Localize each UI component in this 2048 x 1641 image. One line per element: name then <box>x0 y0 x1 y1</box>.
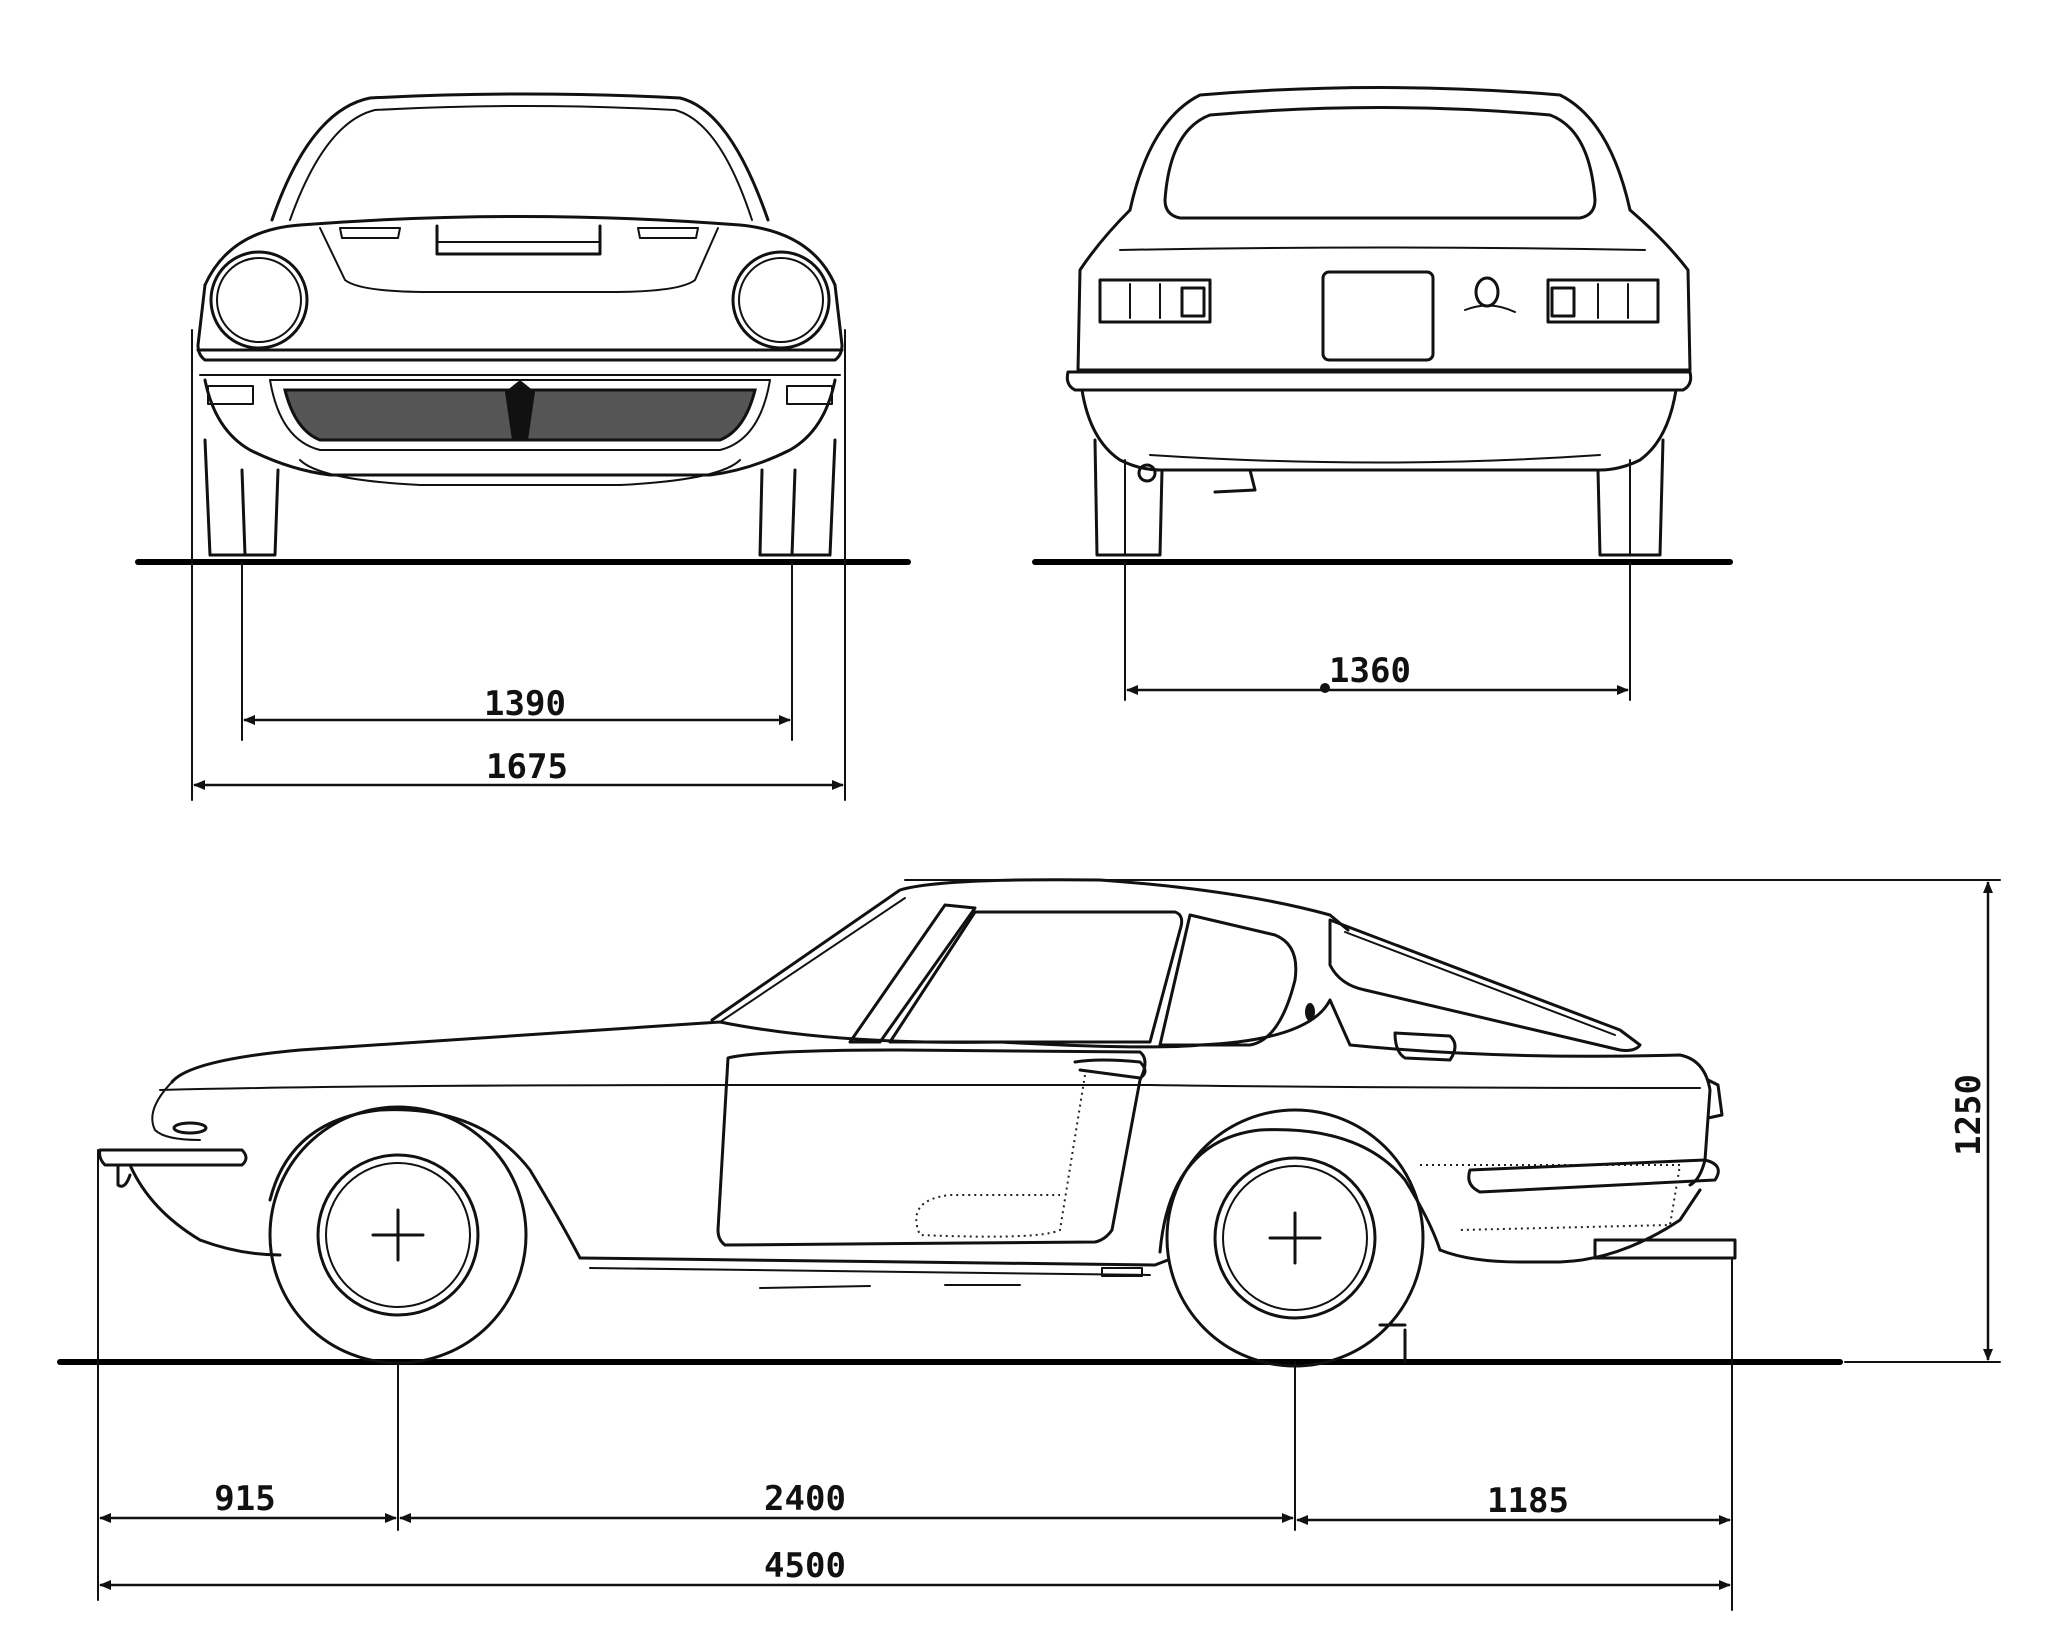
dim-wheelbase-label: 2400 <box>764 1479 846 1519</box>
side-door-handle <box>1073 1058 1147 1080</box>
dim-rear-track-label: 1360 <box>1329 651 1411 691</box>
dim-front-overhang-label: 915 <box>214 1479 275 1519</box>
side-body <box>170 998 1712 1187</box>
dim-height-label: 1250 <box>1949 1074 1989 1156</box>
front-wheel-left <box>240 468 280 557</box>
front-roof <box>270 92 770 222</box>
side-rear-quarter-window <box>1158 913 1298 1047</box>
front-indicator-right <box>786 385 833 405</box>
dim-overall-length-label: 4500 <box>764 1546 846 1586</box>
rear-roof <box>1128 86 1632 212</box>
dim-rear-overhang-label: 1185 <box>1487 1481 1569 1521</box>
front-headlight-right <box>731 250 831 350</box>
dim-front-track-label: 1390 <box>484 684 566 724</box>
side-door-window <box>888 910 1184 1044</box>
rear-license-plate <box>1321 270 1435 362</box>
rear-wheel-left <box>1093 438 1164 557</box>
side-roof <box>710 878 1350 1022</box>
side-fuel-filler <box>1393 1031 1457 1062</box>
rear-view: 1360 <box>1032 86 1733 701</box>
side-rear-glass <box>1328 918 1642 1052</box>
side-rear-bumper <box>1467 1158 1720 1194</box>
front-indicator-left <box>207 385 254 405</box>
front-hood <box>203 215 837 287</box>
side-front-bumper <box>98 1148 248 1167</box>
front-wheel-right <box>758 468 797 557</box>
front-headlight-left <box>209 250 309 350</box>
rear-bumper <box>1065 370 1693 392</box>
rear-emblem <box>1464 276 1516 313</box>
rear-taillight-left <box>1098 278 1212 324</box>
front-view: 1390 1675 <box>135 92 911 801</box>
dim-overall-width-label: 1675 <box>486 747 568 787</box>
side-windscreen <box>848 903 977 1044</box>
rear-window <box>1163 106 1597 220</box>
rear-taillight-right <box>1546 278 1660 324</box>
side-view: 1250 915 2400 1185 4500 <box>57 878 2001 1611</box>
side-front-wheel-arch <box>268 1108 582 1260</box>
side-door <box>716 1048 1147 1247</box>
